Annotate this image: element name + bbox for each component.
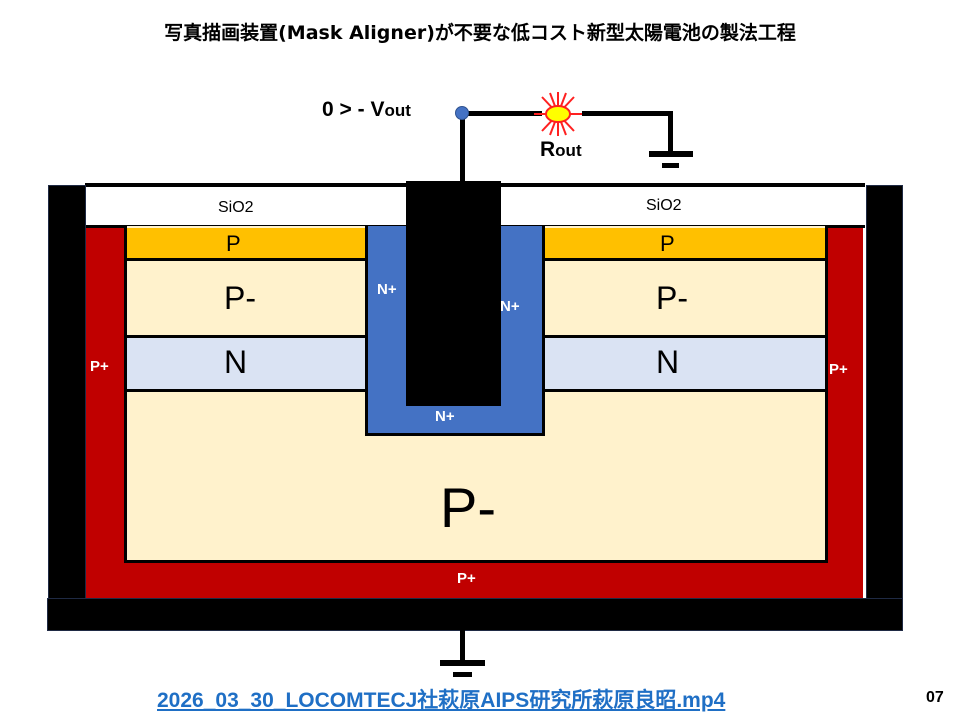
pminus-left-label: P-: [224, 280, 256, 316]
nplus-right-label: N+: [500, 298, 520, 315]
p-right-label: P: [660, 231, 675, 256]
metal-electrode: [406, 181, 501, 406]
nplus-bottom-label: N+: [435, 408, 455, 425]
led-light-icon: [534, 92, 582, 136]
nplus-left-label: N+: [377, 281, 397, 298]
n-left-label: N: [224, 344, 248, 380]
wire-vertical: [460, 113, 465, 183]
ground-wire-bottom: [460, 630, 465, 662]
ground-icon-top: [649, 151, 693, 157]
right-electrode-bar: [866, 185, 903, 613]
ground-icon-top-small: [662, 163, 679, 168]
voltage-label-sub: out: [384, 101, 411, 120]
n-layer-left: [127, 335, 367, 392]
sio2-left-label: SiO2: [218, 199, 254, 216]
wire-horizontal-2: [582, 111, 673, 116]
voltage-label-main: 0 > - V: [322, 98, 385, 121]
wire-horizontal-1: [462, 111, 542, 116]
sio2-right-label: SiO2: [646, 197, 682, 214]
ground-icon-bottom: [440, 660, 485, 666]
p-layer-right: [542, 228, 825, 261]
resistor-label: Rout: [540, 138, 582, 162]
left-electrode-bar: [48, 185, 86, 608]
p-left-label: P: [226, 231, 241, 256]
wire-down-to-ground: [668, 111, 673, 153]
n-right-label: N: [656, 344, 680, 380]
bottom-electrode-bar: [47, 598, 903, 631]
page-number: 07: [926, 689, 944, 706]
video-link[interactable]: 2026_03_30_LOCOMTECJ社萩原AIPS研究所萩原良昭.mp4: [157, 689, 726, 712]
pminus-right-label: P-: [656, 280, 688, 316]
voltage-label: 0 > - Vout: [322, 98, 411, 122]
pplus-right-label: P+: [829, 361, 848, 378]
pplus-left-label: P+: [90, 358, 109, 375]
pplus-bottom-label: P+: [457, 570, 476, 587]
n-layer-right: [542, 335, 825, 392]
ground-icon-bottom-small: [453, 672, 472, 677]
slide-title: 写真描画装置(Mask Aligner)が不要な低コスト新型太陽電池の製法工程: [164, 22, 796, 44]
terminal-node-icon: [455, 106, 469, 120]
pminus-substrate-label: P-: [440, 476, 496, 539]
resistor-label-sub: out: [555, 141, 582, 160]
resistor-label-main: R: [540, 138, 556, 161]
p-layer-left: [127, 228, 367, 261]
